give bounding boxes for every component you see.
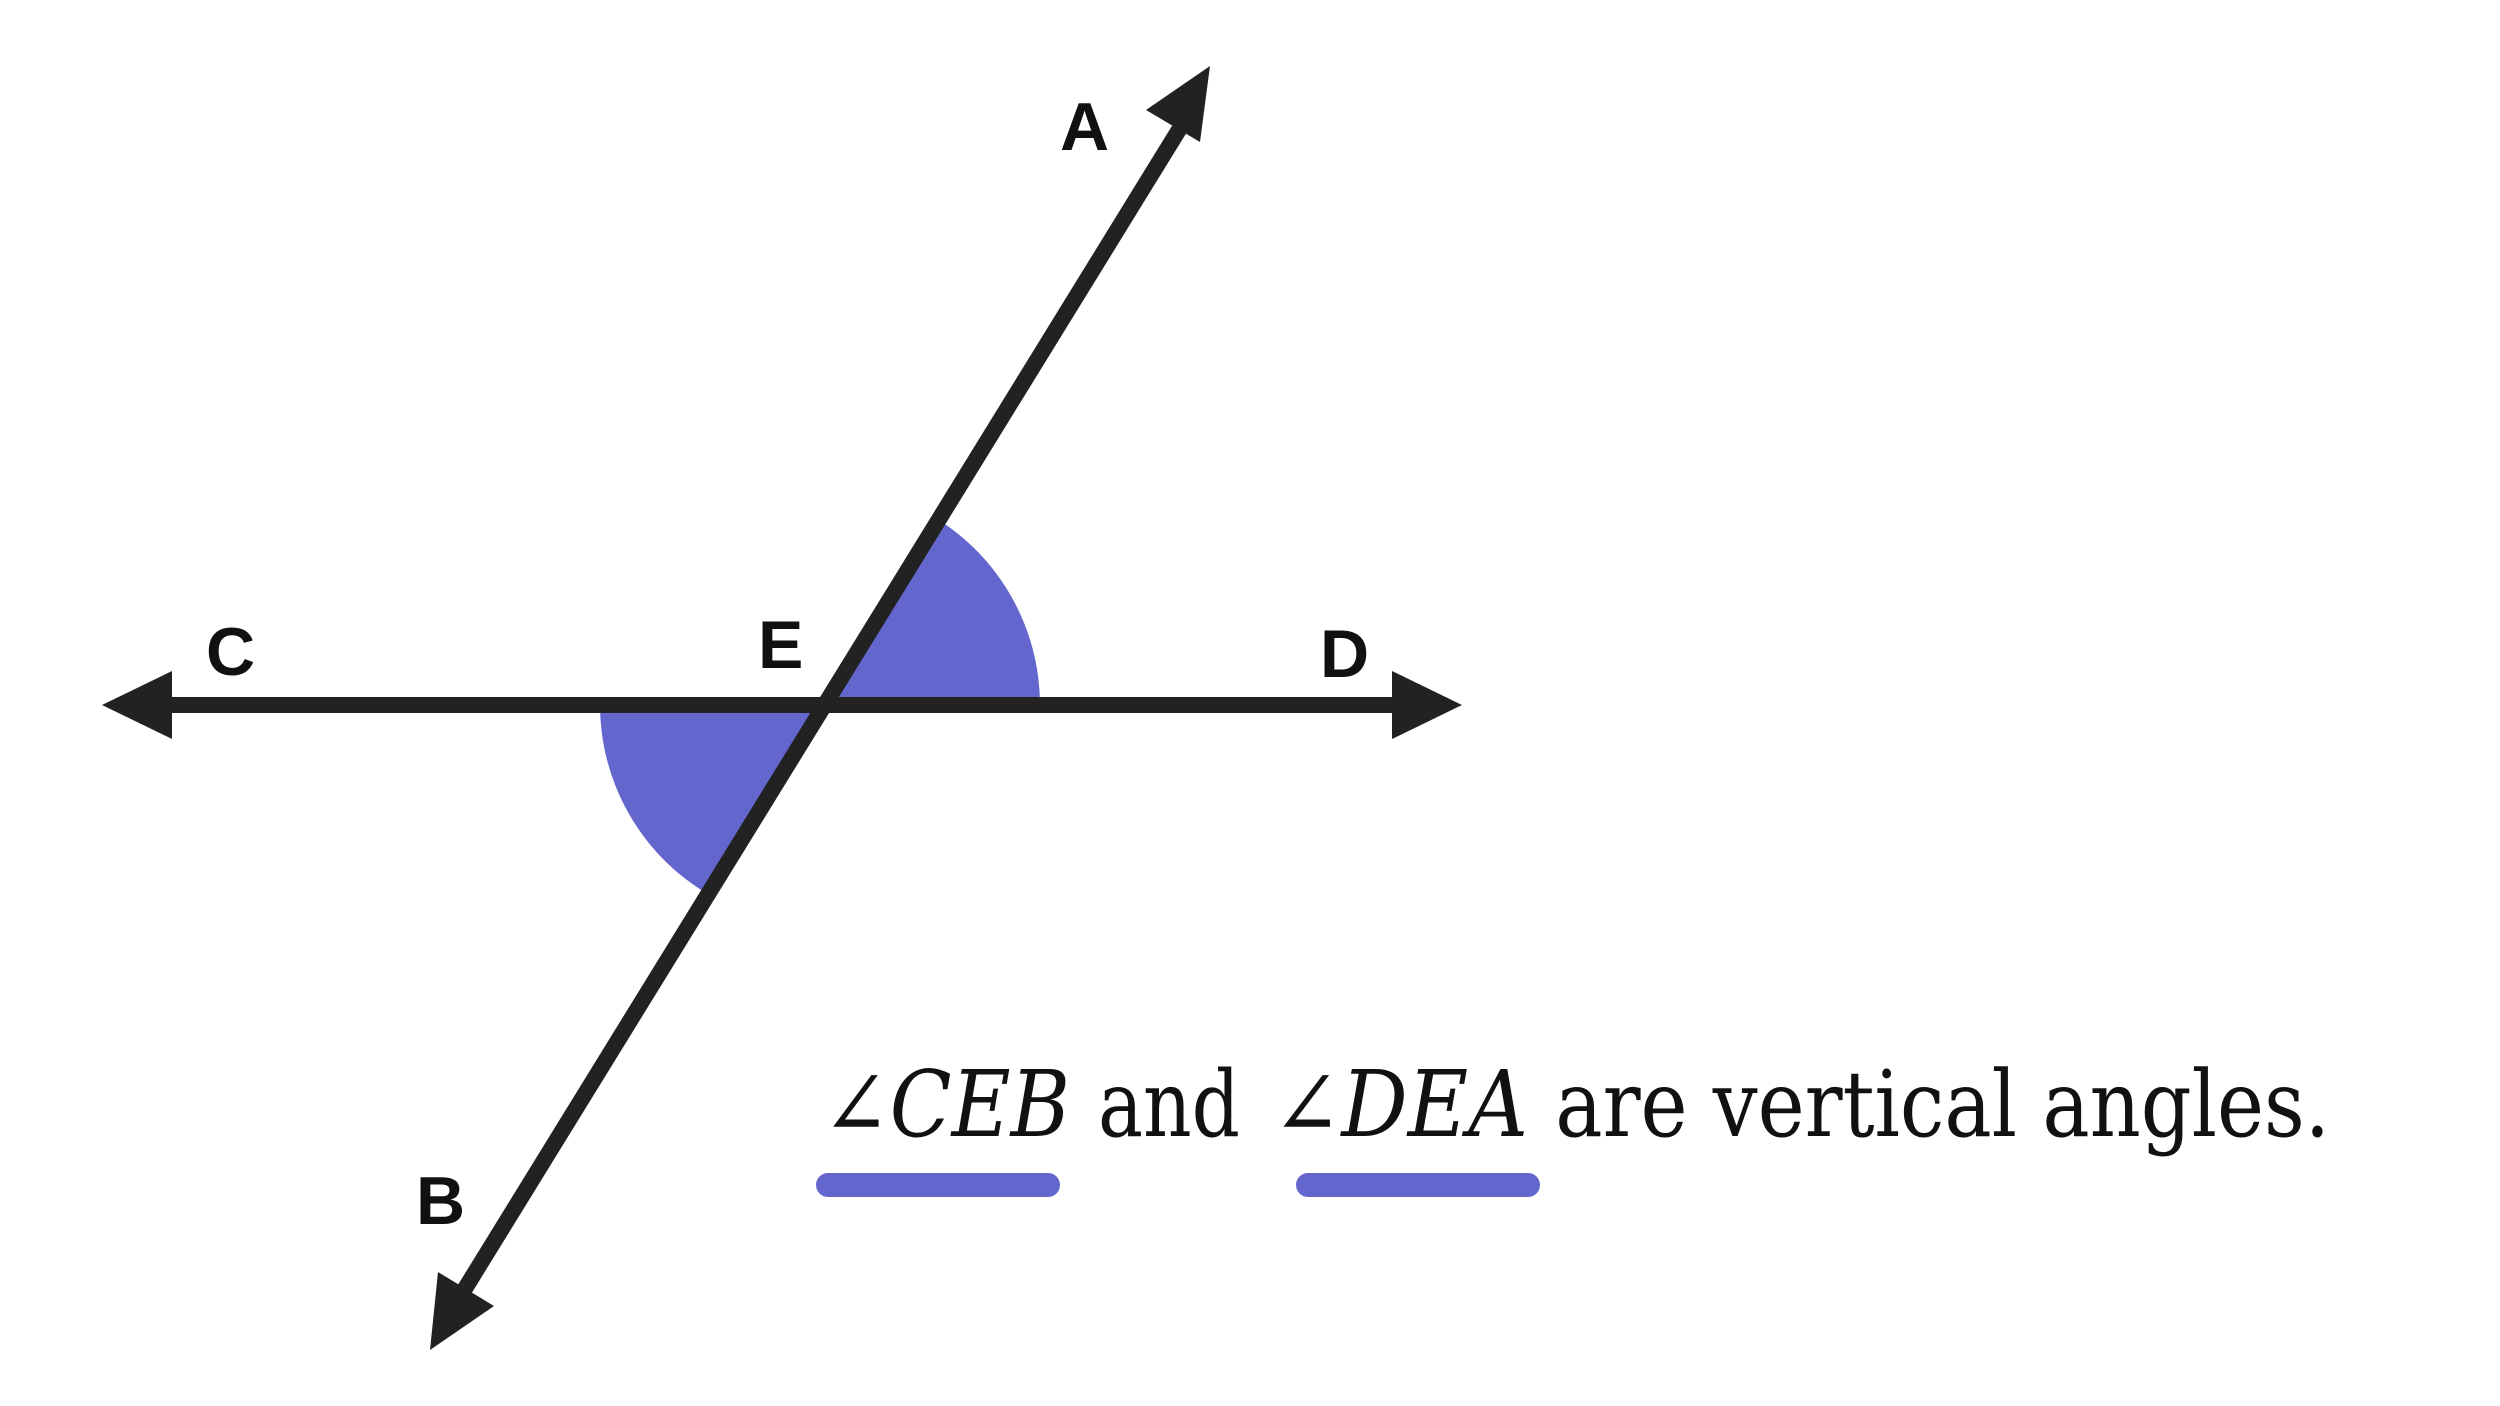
arrowhead-b xyxy=(430,1272,494,1350)
underline-angle-dea xyxy=(1296,1173,1540,1197)
caption-angle-dea: ∠DEA xyxy=(1272,1051,1528,1158)
caption-angle-ceb: ∠CEB xyxy=(822,1051,1070,1158)
arrowhead-a xyxy=(1146,66,1210,142)
angle-ceb-highlight xyxy=(600,705,820,893)
point-label-b: B xyxy=(416,1163,465,1239)
point-label-d: D xyxy=(1320,616,1369,692)
point-label-a: A xyxy=(1060,89,1109,165)
point-label-c: C xyxy=(206,614,255,690)
point-label-e: E xyxy=(758,607,803,683)
caption-connector: and xyxy=(1074,1051,1264,1158)
underline-angle-ceb xyxy=(816,1173,1060,1197)
caption-suffix: are vertical angles. xyxy=(1530,1051,2330,1158)
arrowhead-c xyxy=(102,671,172,739)
arrowhead-d xyxy=(1392,671,1462,739)
angle-dea-highlight xyxy=(820,517,1040,705)
line-ab xyxy=(451,115,1192,1305)
